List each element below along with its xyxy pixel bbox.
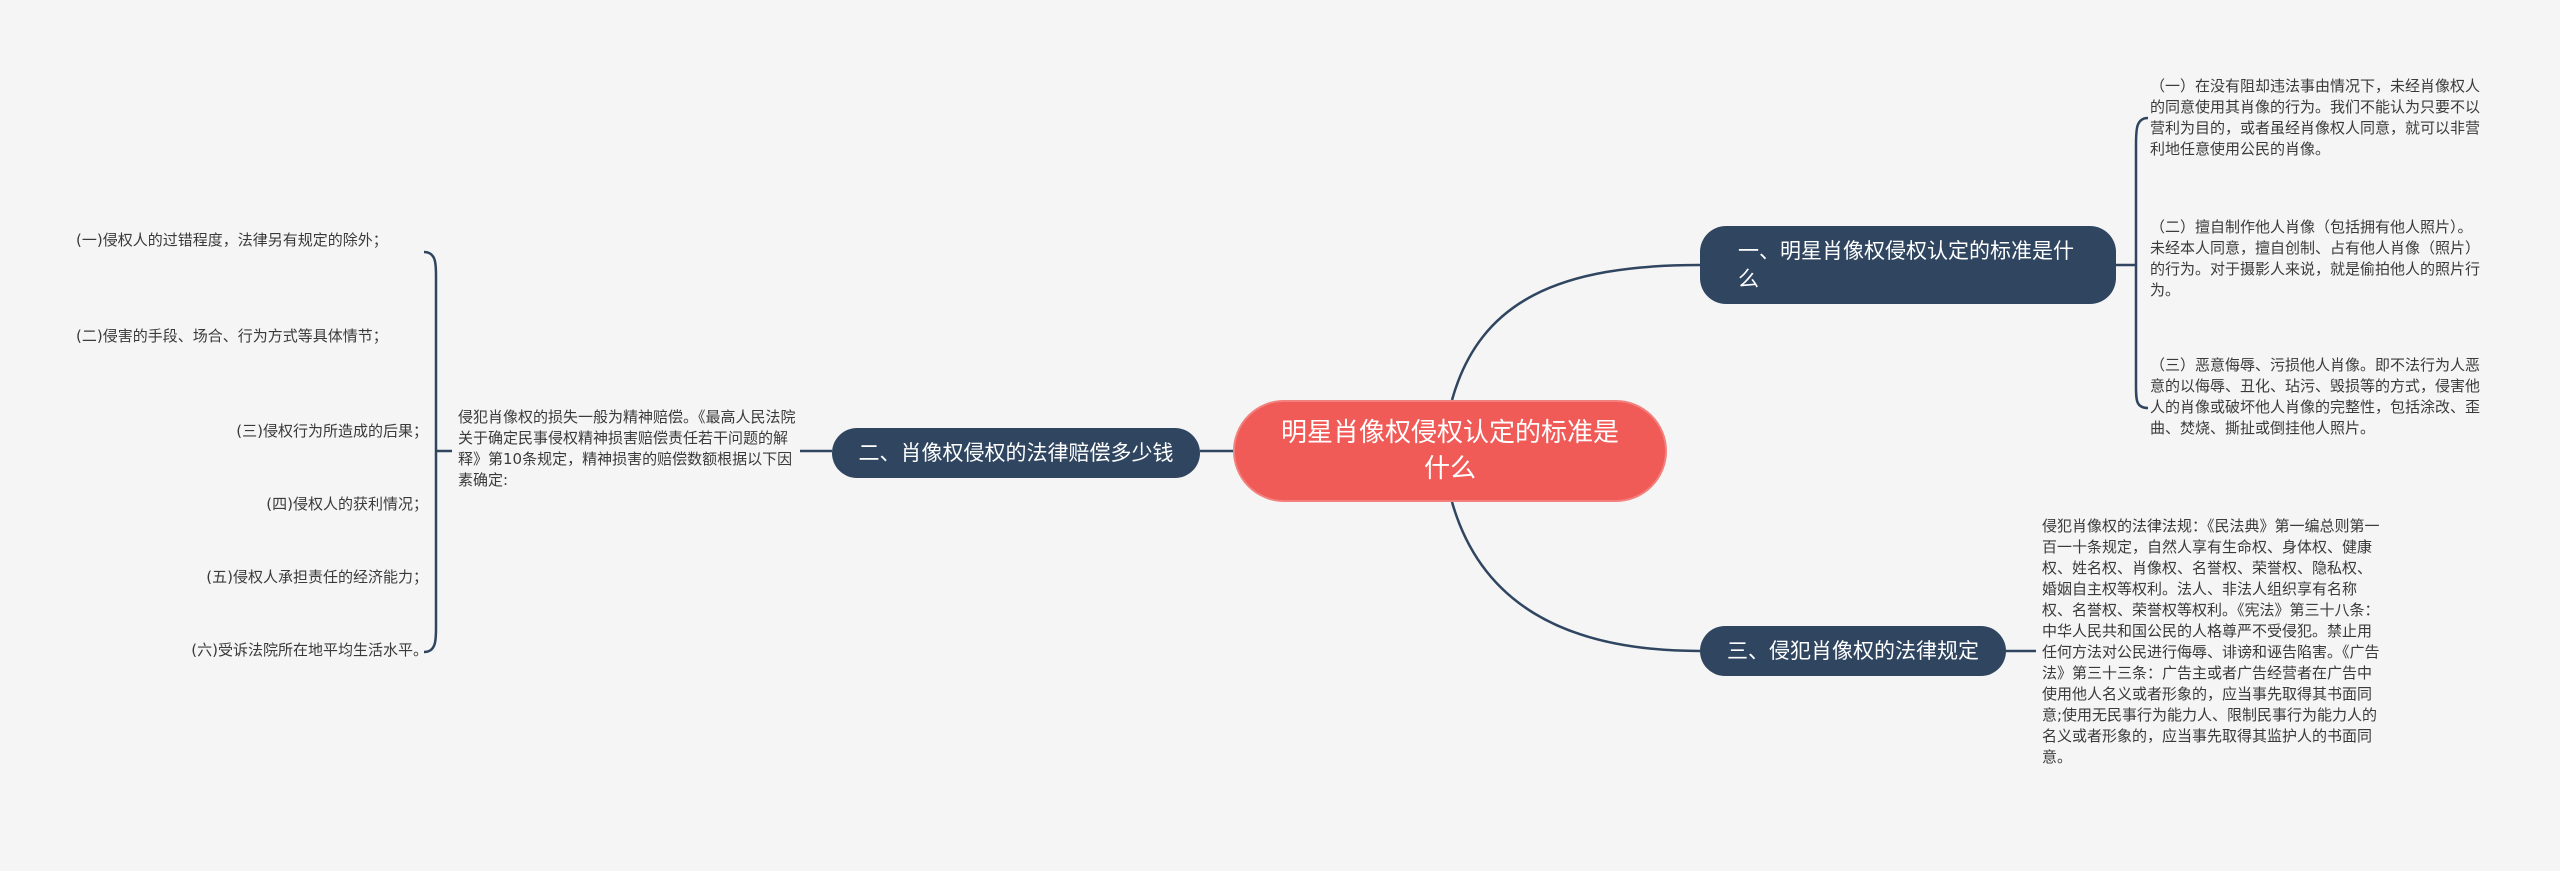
subleaf-node-2-4: (四)侵权人的获利情况； [266,495,428,513]
leaf-node-1-2: （二）擅自制作他人肖像（包括拥有他人照片）。未经本人同意，擅自创制、占有他人肖像… [2150,218,2481,299]
root-label: 明星肖像权侵权认定的标准是什么 [1280,418,1619,484]
subleaf-node-2-2: (二)侵害的手段、场合、行为方式等具体情节； [76,327,388,345]
branch-2-label: 二、肖像权侵权的法律赔偿多少钱 [858,441,1174,465]
bracket-branch-2 [423,250,438,654]
bracket-branch-1 [2134,116,2149,410]
subleaf-node-2-1: (一)侵权人的过错程度，法律另有规定的除外； [76,231,388,249]
leaf-node-2-1: 侵犯肖像权的损失一般为精神赔偿。《最高人民法院关于确定民事侵权精神损害赔偿责任若… [458,408,796,489]
branch-3-label: 三、侵犯肖像权的法律规定 [1727,639,1979,663]
subleaf-node-2-6: (六)受诉法院所在地平均生活水平。 [191,641,428,659]
subleaf-node-2-5: (五)侵权人承担责任的经济能力； [206,568,428,586]
connector-root-branch-1 [1450,263,1701,401]
branch-node-2[interactable]: 二、肖像权侵权的法律赔偿多少钱 [832,428,1200,478]
subleaf-node-2-3: (三)侵权行为所造成的后果； [236,422,428,440]
branch-node-1[interactable]: 一、明星肖像权侵权认定的标准是什么 [1700,226,2116,304]
branch-1-label: 一、明星肖像权侵权认定的标准是什么 [1738,239,2074,291]
leaf-node-1-1: （一）在没有阻却违法事由情况下，未经肖像权人的同意使用其肖像的行为。我们不能认为… [2150,77,2481,158]
leaf-node-1-3: （三）恶意侮辱、污损他人肖像。即不法行为人恶意的以侮辱、丑化、玷污、毁损等的方式… [2150,356,2481,437]
leaf-node-3-1: 侵犯肖像权的法律法规：《民法典》第一编总则第一百一十条规定，自然人享有生命权、身… [2042,517,2380,766]
branch-node-3[interactable]: 三、侵犯肖像权的法律规定 [1700,626,2006,676]
root-node[interactable]: 明星肖像权侵权认定的标准是什么 [1233,400,1667,502]
connector-root-branch-3 [1450,501,1701,653]
